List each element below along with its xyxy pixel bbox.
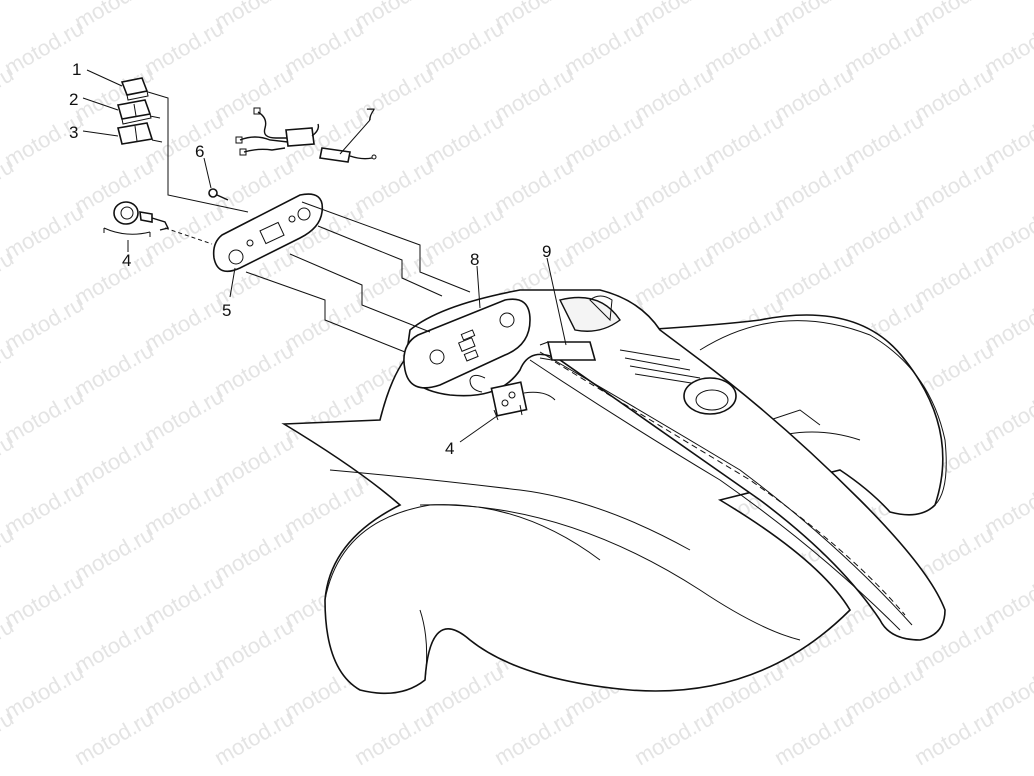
watermark-text: motod.ru	[350, 61, 438, 126]
key-switch-assembly	[469, 374, 556, 421]
watermark-text: motod.ru	[700, 107, 788, 172]
watermark-text: motod.ru	[210, 429, 298, 494]
callout-8: 8	[470, 250, 479, 269]
watermark-text: motod.ru	[420, 659, 508, 724]
watermark-text: motod.ru	[280, 475, 368, 540]
watermark-text: motod.ru	[0, 659, 88, 724]
watermark-text: motod.ru	[70, 61, 158, 126]
watermark-text: motod.ru	[0, 383, 88, 448]
watermark-text: motod.ru	[840, 15, 928, 80]
callout-labels: 1 2 3 4 4 5 6 7 8 9	[69, 60, 551, 458]
watermark-text: motod.ru	[840, 659, 928, 724]
watermark-text: motod.ru	[0, 475, 88, 540]
watermark-text: motod.ru	[210, 337, 298, 402]
watermark-text: motod.ru	[700, 15, 788, 80]
plug-part-9	[539, 341, 597, 361]
watermark-text: motod.ru	[770, 245, 858, 310]
callout-4-upper: 4	[122, 251, 131, 270]
callout-1: 1	[72, 60, 81, 79]
watermark-text: motod.ru	[840, 199, 928, 264]
watermark-text: motod.ru	[70, 613, 158, 678]
watermark-text: motod.ru	[420, 199, 508, 264]
watermark-text: motod.ru	[630, 153, 718, 218]
watermark-text: motod.ru	[910, 153, 998, 218]
panel-bezel	[403, 298, 531, 389]
watermark-text: motod.ru	[910, 61, 998, 126]
watermark-text: motod.ru	[70, 245, 158, 310]
callout-6: 6	[195, 142, 204, 161]
watermark-text: motod.ru	[350, 245, 438, 310]
watermark-text: motod.ru	[630, 705, 718, 770]
screw-part-6	[208, 188, 229, 201]
watermark-text: motod.ru	[490, 153, 578, 218]
watermark-text: motod.ru	[210, 705, 298, 770]
watermark-text: motod.ru	[0, 0, 18, 34]
watermark-text: motod.ru	[70, 337, 158, 402]
watermark-text: motod.ru	[70, 429, 158, 494]
watermark-text: motod.ru	[490, 705, 578, 770]
watermark-text: motod.ru	[350, 153, 438, 218]
switch-part-1	[120, 77, 149, 101]
watermark-text: motod.ru	[70, 153, 158, 218]
watermark-text: motod.ru	[770, 705, 858, 770]
watermark-text: motod.ru	[910, 705, 998, 770]
watermark-text: motod.ru	[770, 61, 858, 126]
watermark-text: motod.ru	[140, 567, 228, 632]
wire-harness-7	[235, 107, 377, 163]
watermark-text: motod.ru	[560, 199, 648, 264]
bezel-plate-5	[212, 193, 324, 273]
watermark-text: motod.ru	[280, 15, 368, 80]
watermark-text: motod.ru	[210, 61, 298, 126]
callout-9: 9	[542, 242, 551, 261]
watermark-text: motod.ru	[630, 245, 718, 310]
watermark-text: motod.ru	[210, 613, 298, 678]
watermark-text: motod.ru	[490, 61, 578, 126]
watermark-text: motod.ru	[0, 567, 88, 632]
callout-5: 5	[222, 301, 231, 320]
callout-3: 3	[69, 123, 78, 142]
watermark-text: motod.ru	[0, 199, 88, 264]
switch-part-2	[116, 99, 152, 125]
watermark-text: motod.ru	[140, 659, 228, 724]
watermark-text: motod.ru	[840, 107, 928, 172]
watermark-text: motod.ru	[560, 107, 648, 172]
watermark-text: motod.ru	[140, 291, 228, 356]
watermark-text: motod.ru	[630, 61, 718, 126]
watermark-text: motod.ru	[280, 291, 368, 356]
watermark-text: motod.ru	[70, 521, 158, 586]
watermark-text: motod.ru	[560, 15, 648, 80]
callout-2: 2	[69, 90, 78, 109]
watermark-text: motod.ru	[700, 199, 788, 264]
watermark-text: motod.ru	[770, 153, 858, 218]
callout-7: 7	[366, 105, 375, 124]
watermark-text: motod.ru	[210, 521, 298, 586]
watermark-text: motod.ru	[350, 705, 438, 770]
watermark-text: motod.ru	[0, 291, 88, 356]
watermark-text: motod.ru	[140, 15, 228, 80]
switch-part-3	[117, 122, 154, 145]
ignition-key-4	[103, 201, 170, 237]
assembly-lines	[82, 69, 567, 443]
watermark-text: motod.ru	[70, 705, 158, 770]
callout-4-lower: 4	[445, 439, 454, 458]
watermark-text: motod.ru	[140, 383, 228, 448]
watermark-text: motod.ru	[140, 475, 228, 540]
watermark-text: motod.ru	[420, 107, 508, 172]
watermark-text: motod.ru	[910, 245, 998, 310]
watermark-text: motod.ru	[420, 15, 508, 80]
